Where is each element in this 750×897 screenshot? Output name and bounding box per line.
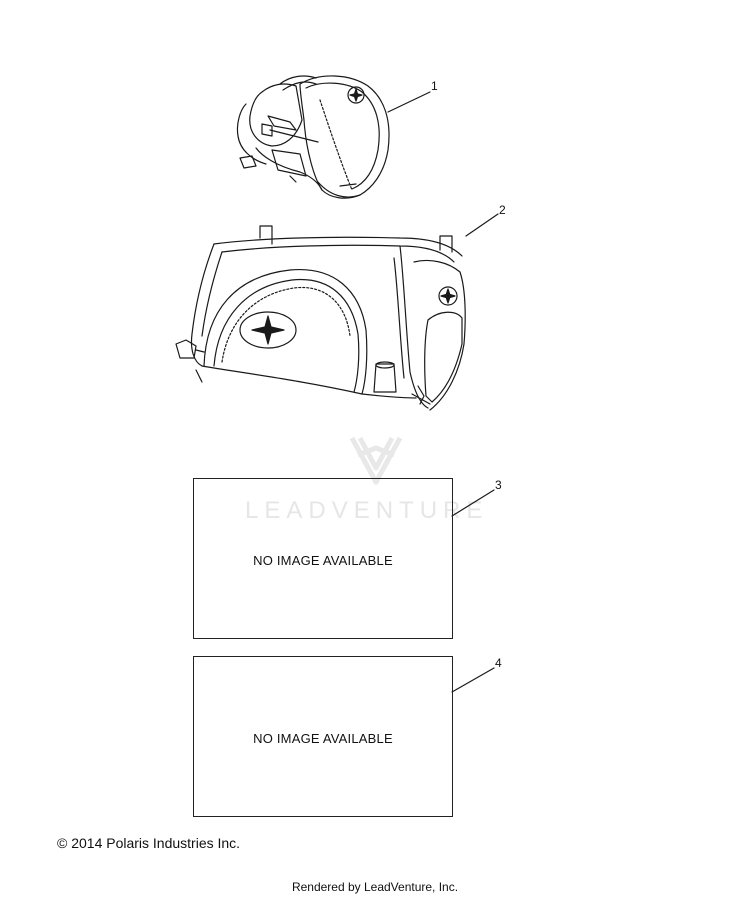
no-image-text: NO IMAGE AVAILABLE <box>253 731 393 746</box>
watermark-wordmark: LEADVENTURE <box>245 497 489 524</box>
no-image-text: NO IMAGE AVAILABLE <box>253 553 393 568</box>
placeholder-box-3: NO IMAGE AVAILABLE <box>193 478 453 639</box>
callout-4: 4 <box>495 656 502 670</box>
callout-2: 2 <box>499 203 506 217</box>
leader-4 <box>451 667 495 693</box>
placeholder-box-4: NO IMAGE AVAILABLE <box>193 656 453 817</box>
callout-1: 1 <box>431 79 438 93</box>
copyright-notice: © 2014 Polaris Industries Inc. <box>57 835 241 851</box>
callout-3: 3 <box>495 478 502 492</box>
leader-1 <box>387 91 431 113</box>
leader-3 <box>451 489 495 517</box>
part-2-large-bag <box>175 225 466 411</box>
rendered-by-credit: Rendered by LeadVenture, Inc. <box>291 880 459 894</box>
part-1-small-bag <box>236 75 390 199</box>
leader-2 <box>465 213 499 237</box>
